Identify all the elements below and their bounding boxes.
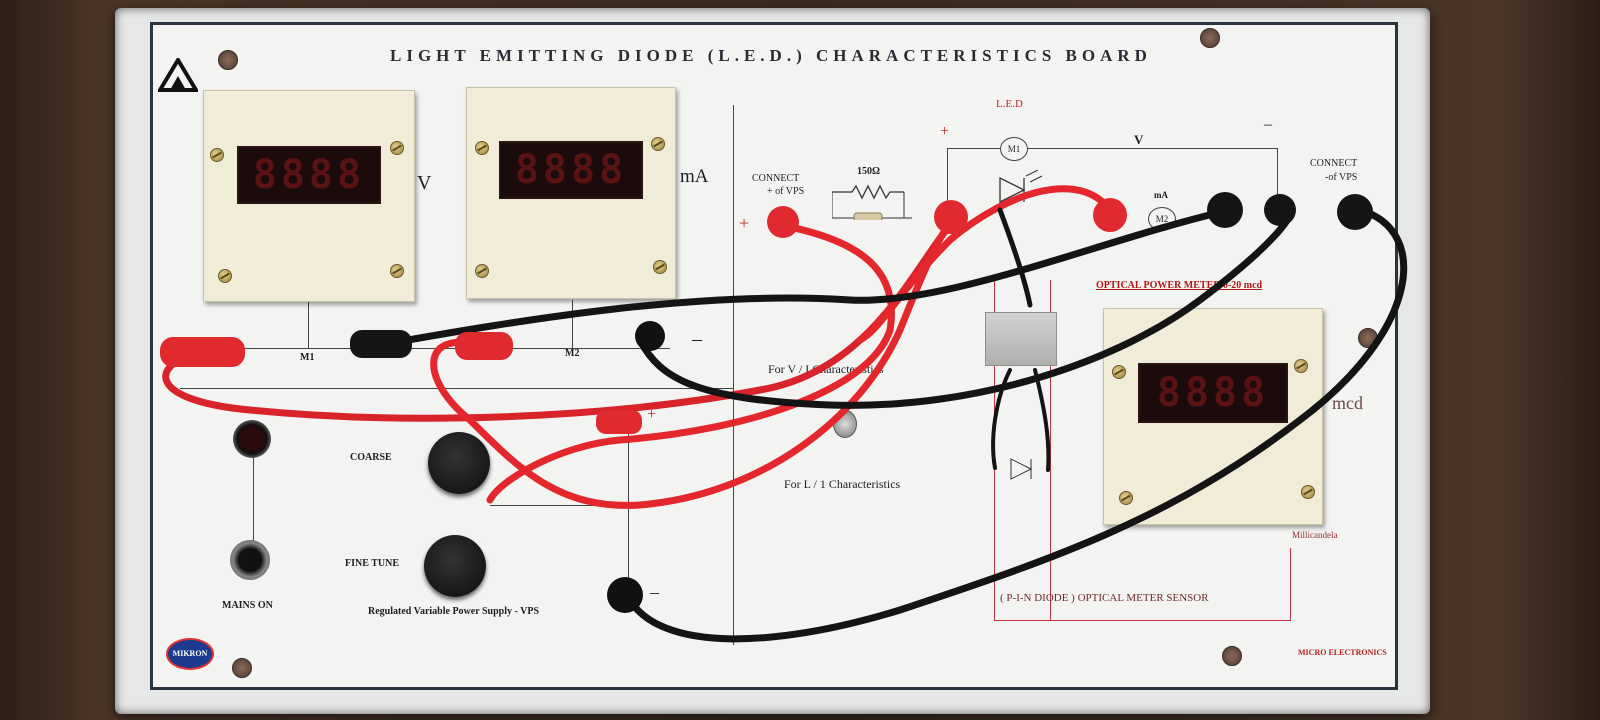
mains-line	[253, 458, 254, 546]
voltmeter: 8888	[203, 90, 415, 302]
divider-horizontal	[180, 388, 733, 389]
connect-plus-label: CONNECT	[752, 173, 800, 184]
voltmeter-display: 8888	[237, 146, 381, 204]
vps-plus-mid: +	[647, 406, 657, 423]
led-circuit-right	[1277, 148, 1278, 208]
led-plus: +	[940, 123, 950, 140]
led-circuit-left	[947, 148, 948, 218]
divider-vertical	[733, 105, 734, 645]
mains-switch[interactable]	[230, 540, 270, 580]
sensor-frame	[994, 548, 1291, 621]
coarse-label: COARSE	[350, 452, 392, 463]
connect-minus-sub: -of VPS	[1325, 172, 1358, 183]
ma-small-label: mA	[1154, 190, 1168, 200]
vps-line-v	[628, 425, 629, 595]
minus-top-label: –	[692, 328, 702, 350]
sensor-label: ( P-I-N DIODE ) OPTICAL METER SENSOR	[1000, 592, 1209, 604]
optical-power-meter: 8888	[1103, 308, 1323, 525]
m1-circle: M1	[1000, 137, 1028, 161]
optical-caption: Millicandela	[1292, 530, 1338, 540]
m1-stem	[308, 300, 309, 348]
m2-label: M2	[565, 348, 580, 359]
vps-label: Regulated Variable Power Supply - VPS	[368, 606, 540, 617]
selector-toggle[interactable]	[833, 410, 857, 438]
board-title: LIGHT EMITTING DIODE (L.E.D.) CHARACTERI…	[390, 46, 1152, 65]
led-circuit-top	[947, 148, 1277, 149]
connect-minus-label: CONNECT	[1310, 158, 1358, 169]
ammeter-unit: mA	[680, 166, 709, 187]
meter-bus-line	[240, 348, 670, 349]
power-indicator	[233, 420, 271, 458]
sensor-block	[985, 312, 1057, 366]
m1-label: M1	[300, 352, 315, 363]
fine-tune-label: FINE TUNE	[345, 558, 399, 569]
vps-plus-sign: +	[739, 213, 750, 233]
resistor-icon	[832, 184, 912, 220]
brand-logo-icon	[158, 58, 198, 92]
ammeter: 8888	[466, 87, 676, 299]
connect-plus-sub: + of VPS	[767, 186, 805, 197]
optical-display: 8888	[1138, 363, 1288, 423]
mains-on-label: MAINS ON	[222, 600, 273, 611]
led-heading: L.E.D	[996, 98, 1023, 110]
vps-line-h	[490, 505, 630, 506]
optical-unit: mcd	[1332, 393, 1363, 413]
voltmeter-unit: V	[417, 172, 432, 194]
vps-minus-lower: –	[650, 582, 659, 602]
optical-heading: OPTICAL POWER METER 0-20 mcd	[1096, 280, 1263, 291]
m2-stem	[572, 300, 573, 348]
m2-circle: M2	[1148, 207, 1176, 231]
ammeter-display: 8888	[499, 141, 643, 199]
led-v-label: V	[1134, 132, 1144, 147]
resistor-label: 150Ω	[857, 166, 881, 177]
li-characteristics-label: For L / 1 Characteristics	[784, 477, 901, 491]
photodiode-icon	[1010, 458, 1033, 480]
brand-badge: MIKRON	[166, 638, 214, 670]
led-symbol-icon	[999, 170, 1043, 204]
manufacturer-label: MICRO ELECTRONICS	[1298, 648, 1387, 657]
led-minus: –	[1264, 116, 1272, 133]
coarse-knob[interactable]	[424, 428, 494, 498]
fine-tune-knob[interactable]	[420, 531, 490, 601]
vi-characteristics-label: For V / I Characteristics	[768, 362, 884, 376]
